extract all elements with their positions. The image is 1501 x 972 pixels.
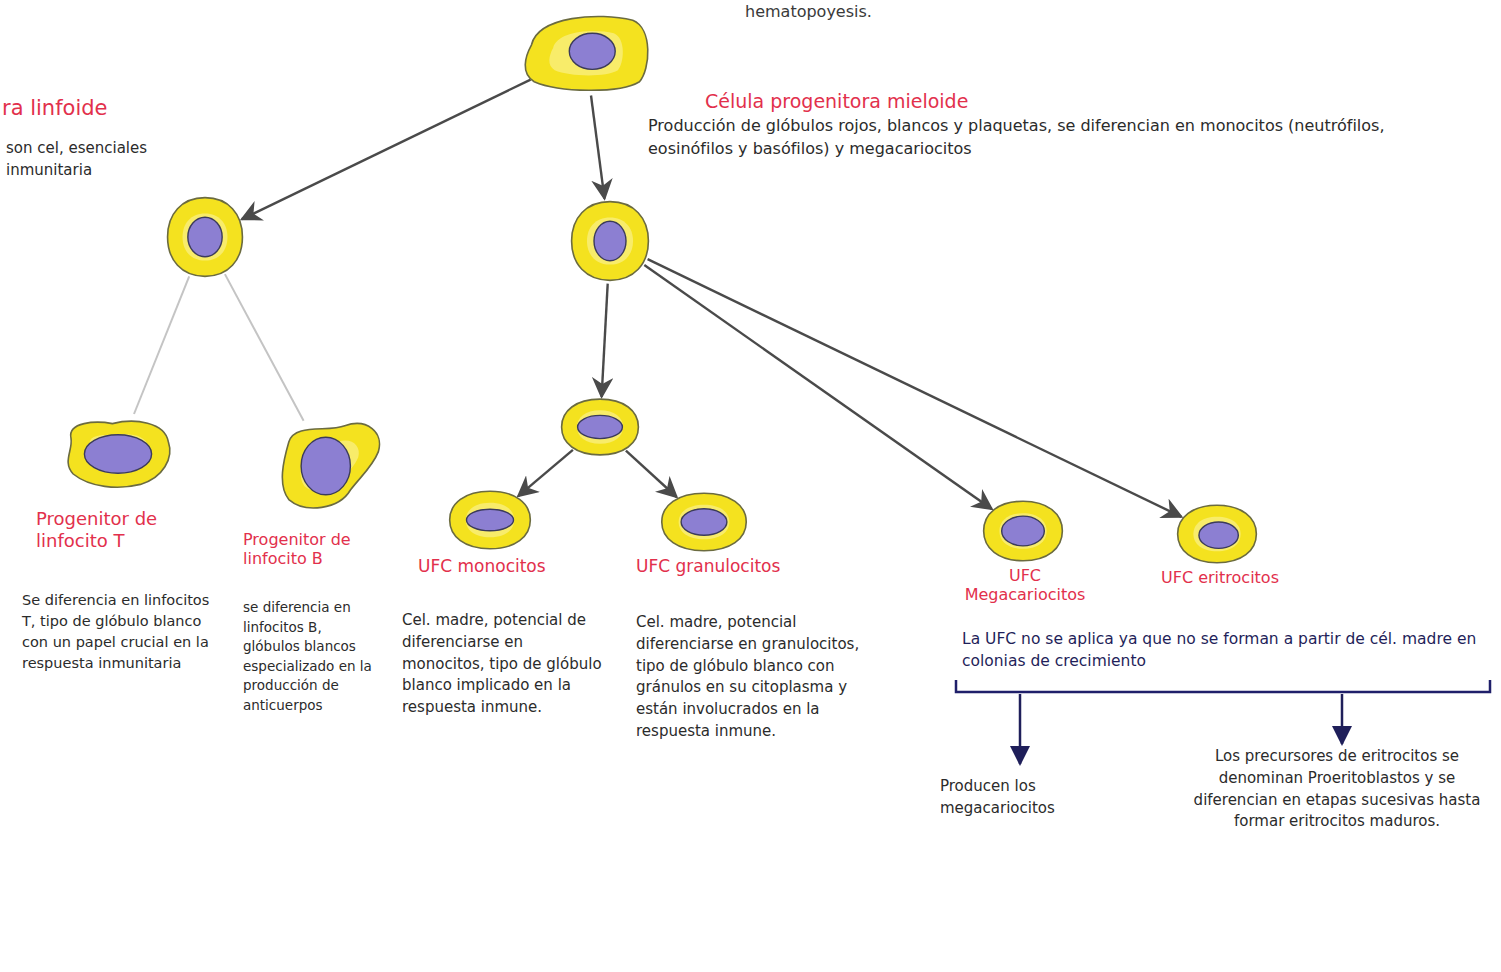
cell-node: UFC granulocitosCel. madre, potencial di…: [660, 492, 748, 552]
cell-node: ra linfoideson cel, esenciales inmunitar…: [166, 196, 244, 278]
leader-arrow: [1341, 694, 1344, 744]
cell-description: Se diferencia en linfocitos T, tipo de g…: [22, 590, 217, 674]
cell-description: Producción de glóbulos rojos, blancos y …: [648, 114, 1418, 160]
cell-heading: UFC Megacariocitos: [955, 566, 1095, 604]
cell-node: Célula progenitora mieloideProducción de…: [570, 200, 650, 282]
cell-heading: Célula progenitora mieloide: [705, 90, 1125, 113]
cell-description: Cel. madre, potencial de diferenciarse e…: [402, 610, 602, 719]
cytoplasm-shade: [577, 410, 623, 443]
cytoplasm: [450, 491, 531, 549]
bracket: [956, 680, 1490, 692]
cell-shape: [166, 196, 244, 278]
cell-node: UFC eritrocitos: [1176, 504, 1258, 564]
connector-arrow: [626, 451, 677, 497]
note-label: La UFC no se aplica ya que no se forman …: [962, 628, 1490, 673]
cytoplasm: [168, 198, 243, 277]
connector-arrow: [591, 96, 605, 199]
note-label: Producen los megacariocitos: [940, 776, 1110, 820]
cell-node: UFC monocitosCel. madre, potencial de di…: [448, 490, 532, 550]
cytoplasm: [562, 399, 639, 455]
nucleus: [594, 221, 626, 260]
nucleus: [188, 217, 222, 256]
cell-shape: [570, 200, 650, 282]
connector-arrow: [644, 265, 992, 509]
nucleus: [466, 509, 513, 531]
cell-description: Cel. madre, potencial diferenciarse en g…: [636, 612, 866, 743]
cytoplasm-shade: [1193, 517, 1240, 552]
cytoplasm: [984, 501, 1063, 561]
cell-node: UFC Megacariocitos: [982, 500, 1064, 562]
cytoplasm: [572, 202, 649, 281]
cell-node: Progenitor de linfocito TSe diferencia e…: [62, 414, 174, 494]
note-label: Los precursores de eritrocitos se denomi…: [1192, 746, 1482, 833]
cell-heading: ra linfoide: [2, 96, 202, 121]
nucleus: [1002, 516, 1045, 546]
cell-heading: UFC eritrocitos: [1160, 568, 1280, 587]
cell-heading: Progenitor de linfocito T: [36, 508, 206, 551]
leader-arrow: [1019, 694, 1022, 764]
diagram-title: hematopoyesis.: [745, 0, 872, 23]
connector-arrow: [225, 274, 304, 421]
cell-heading: UFC granulocitos: [636, 556, 806, 576]
connector-arrow: [518, 450, 573, 496]
cytoplasm-shade: [466, 503, 514, 538]
cytoplasm-shade: [587, 217, 633, 264]
cytoplasm-shade: [999, 513, 1046, 549]
cell-shape: [660, 492, 748, 552]
cytoplasm-shade: [679, 505, 730, 540]
cell-heading: Progenitor de linfocito B: [243, 530, 393, 568]
connector-arrow: [602, 284, 608, 397]
cytoplasm-shade: [549, 31, 623, 75]
cytoplasm: [68, 421, 170, 487]
cell-shape: [1176, 504, 1258, 564]
cell-shape: [62, 414, 174, 494]
cell-shape: [448, 490, 532, 550]
cell-shape: [518, 12, 653, 94]
nucleus: [301, 437, 350, 495]
cell-shape: [560, 398, 640, 456]
nucleus: [681, 509, 727, 535]
cytoplasm-shade: [183, 213, 228, 260]
cell-description: son cel, esenciales inmunitaria: [6, 138, 216, 182]
connector-arrow: [648, 259, 1182, 517]
cytoplasm: [525, 16, 648, 90]
cytoplasm: [282, 424, 379, 508]
cell-node: [560, 398, 640, 456]
cell-shape: [272, 418, 384, 514]
cell-heading: UFC monocitos: [418, 556, 548, 576]
nucleus: [578, 415, 623, 438]
cell-shape: [982, 500, 1064, 562]
nucleus: [84, 435, 151, 473]
cell-node: [518, 12, 653, 94]
cell-description: se diferencia en linfocitos B, glóbulos …: [243, 598, 381, 715]
nucleus: [1199, 522, 1238, 548]
cytoplasm: [1178, 505, 1257, 563]
cell-node: Progenitor de linfocito Bse diferencia e…: [272, 418, 384, 514]
connector-arrow: [134, 276, 189, 414]
connector-arrow: [242, 80, 531, 220]
cytoplasm: [662, 493, 746, 551]
nucleus: [569, 33, 615, 69]
